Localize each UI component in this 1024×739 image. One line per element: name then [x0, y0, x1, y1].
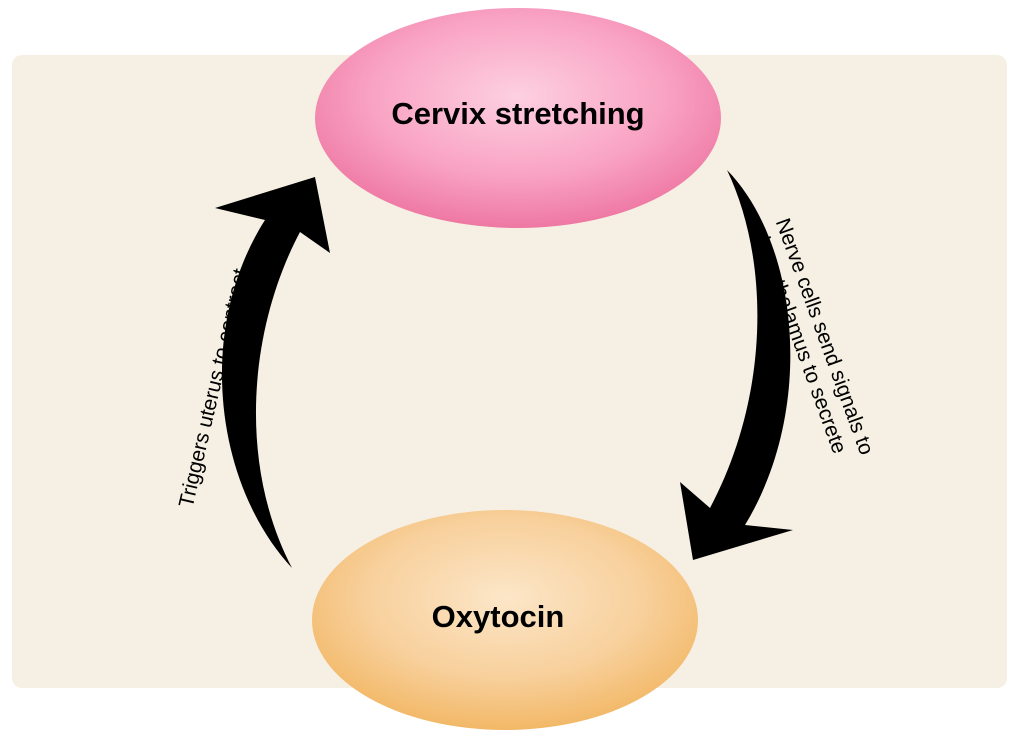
node-oxytocin: Oxytocin — [312, 510, 698, 730]
arrow-oxytocin-to-cervix — [215, 177, 330, 568]
node-cervix-stretching: Cervix stretching — [315, 8, 721, 228]
cervix-ellipse — [315, 8, 721, 228]
oxytocin-ellipse — [312, 510, 698, 730]
oxytocin-label: Oxytocin — [432, 599, 565, 634]
cervix-label: Cervix stretching — [391, 96, 644, 131]
arrow-cervix-to-oxytocin — [680, 170, 793, 560]
